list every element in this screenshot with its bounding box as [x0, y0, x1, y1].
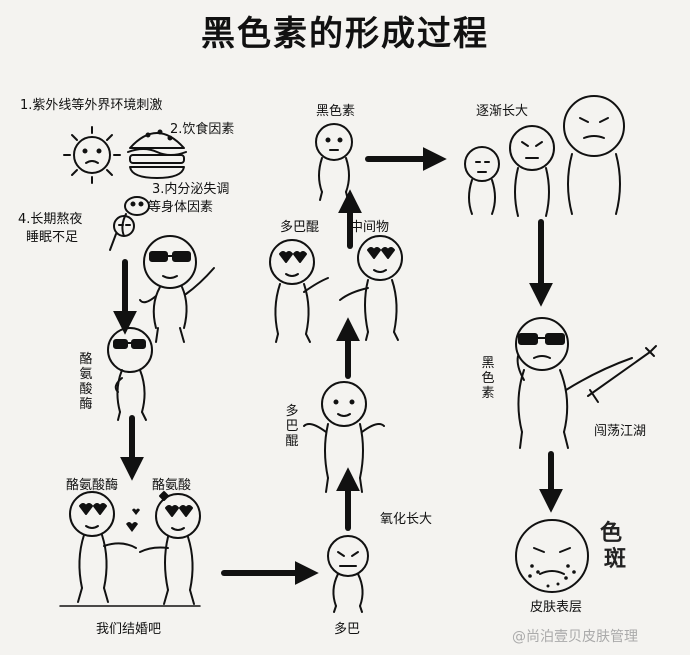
intermediate-character: [339, 235, 403, 341]
tyrosinase-label: 酪氨酸酶: [66, 478, 119, 493]
melanin-vertical-label: 黑色素: [481, 356, 495, 401]
factor-endocrine-label-2: 等身体因素: [148, 200, 214, 215]
tyrosinase-partner-character: [69, 491, 137, 603]
factor-stayup-label-2: 睡眠不足: [26, 230, 79, 245]
melanin-character: [315, 123, 353, 201]
tyrosinase-vertical-label: 酪氨酸酶: [79, 352, 93, 412]
burger-icon: [127, 129, 187, 179]
grow-character-large: [563, 95, 625, 215]
grow-label: 逐渐长大: [476, 104, 529, 119]
tyrosine-label: 酪氨酸: [152, 478, 192, 493]
sleepy-icon: [109, 215, 135, 251]
flow-arrows: [113, 147, 563, 585]
dopaquinone-label: 多巴醌: [280, 220, 320, 235]
watermark: @尚泊壹贝皮肤管理: [512, 629, 638, 645]
dopaquinone-character: [269, 239, 329, 343]
marry-caption: 我们结婚吧: [96, 622, 162, 637]
factor-diet-label: 2.饮食因素: [170, 122, 235, 137]
wander-label: 闯荡江湖: [594, 424, 647, 439]
grow-character-small: [464, 146, 500, 215]
dopa-character: [327, 535, 369, 613]
factor-endocrine-label-1: 3.内分泌失调: [152, 182, 230, 197]
sword-icon: [587, 345, 657, 403]
spot-stamp-top: 色: [600, 521, 623, 546]
melanin-label: 黑色素: [316, 104, 356, 119]
factor-uv-label: 1.紫外线等外界环境刺激: [20, 98, 163, 113]
grow-character-medium: [509, 125, 555, 217]
spotted-face-character: [515, 519, 589, 593]
oxidize-label: 氧化长大: [380, 512, 433, 527]
factor-stayup-label-1: 4.长期熬夜: [18, 212, 83, 227]
spot-stamp-bottom: 斑: [604, 547, 627, 572]
diagram-title: 黑色素的形成过程: [201, 14, 489, 54]
wanderer-character: [515, 317, 633, 449]
tyrosinase-character: [107, 327, 153, 421]
sun-icon: [63, 126, 121, 184]
dopa-label: 多巴: [334, 622, 361, 637]
dopaquinone-vertical-label: 多巴醌: [285, 404, 299, 449]
intermediate-label: 中间物: [350, 220, 390, 235]
tyrosine-partner-character: [139, 491, 201, 605]
oxidize-character: [303, 381, 385, 493]
sunglasses-character: [139, 235, 215, 343]
hearts-icon: [126, 508, 140, 532]
skin-surface-label: 皮肤表层: [530, 600, 583, 615]
